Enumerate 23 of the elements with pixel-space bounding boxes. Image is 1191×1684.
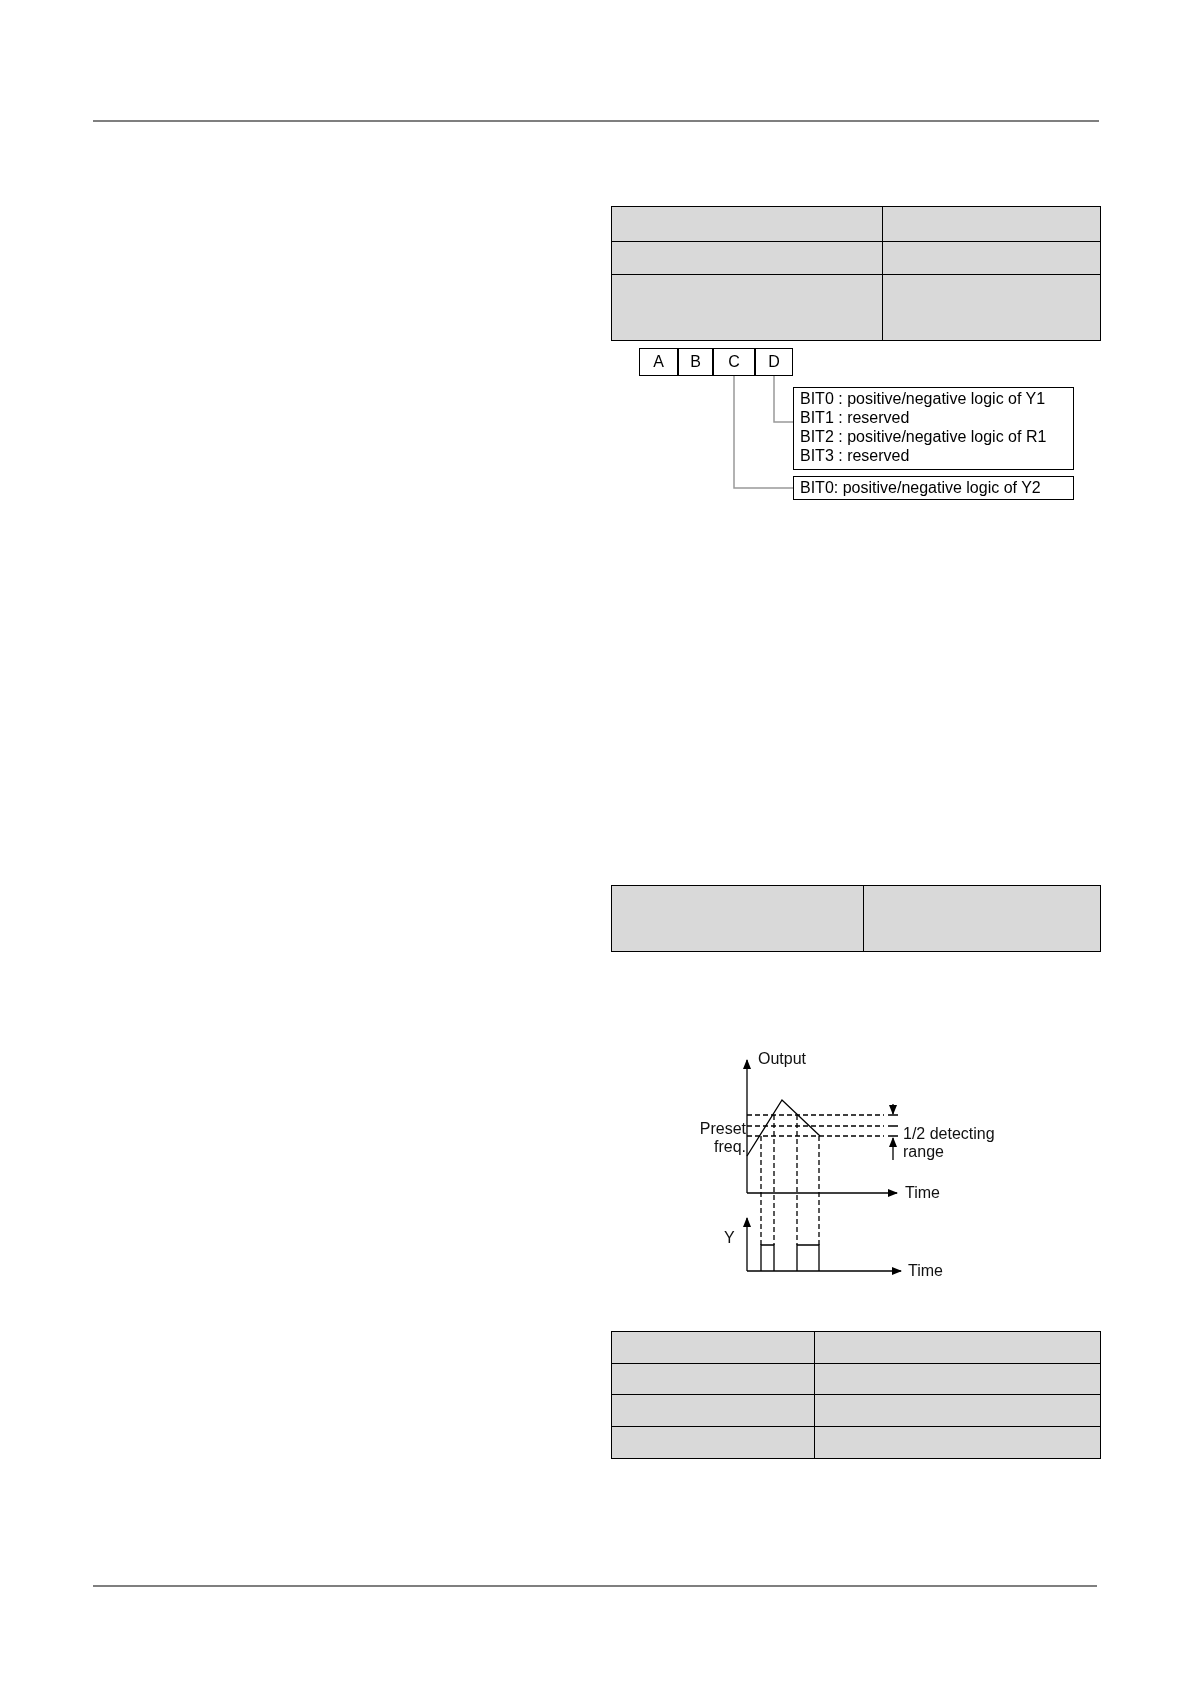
bit-letter: C (728, 353, 740, 370)
bit-cell (639, 348, 678, 376)
bit-description: BIT2 : positive/negative logic of R1 (800, 427, 1048, 446)
bit-description-box (793, 476, 1074, 500)
bit-cell (755, 348, 793, 376)
bit-description: BIT0 : positive/negative logic of Y1 (800, 389, 1047, 408)
axis-label: Time (908, 1262, 944, 1280)
axis-label: Time (905, 1184, 941, 1202)
bit-description-box (793, 387, 1074, 470)
leader-line (773, 375, 794, 423)
axis-label: Preset freq. (698, 1120, 746, 1156)
bit-description: BIT3 : reserved (800, 446, 911, 465)
bit-letter: A (653, 353, 664, 370)
range-label: 1/2 detecting range (903, 1125, 996, 1161)
bit-cell (713, 348, 755, 376)
bit-cell (678, 348, 713, 376)
axis-label: Output (758, 1050, 808, 1068)
axis-label: Y (724, 1229, 736, 1247)
leader-line (733, 375, 794, 489)
bit-letter: B (690, 353, 701, 370)
bit-letter: D (768, 353, 780, 370)
bit-description: BIT0: positive/negative logic of Y2 (800, 478, 1042, 497)
bit-description: BIT1 : reserved (800, 408, 911, 427)
